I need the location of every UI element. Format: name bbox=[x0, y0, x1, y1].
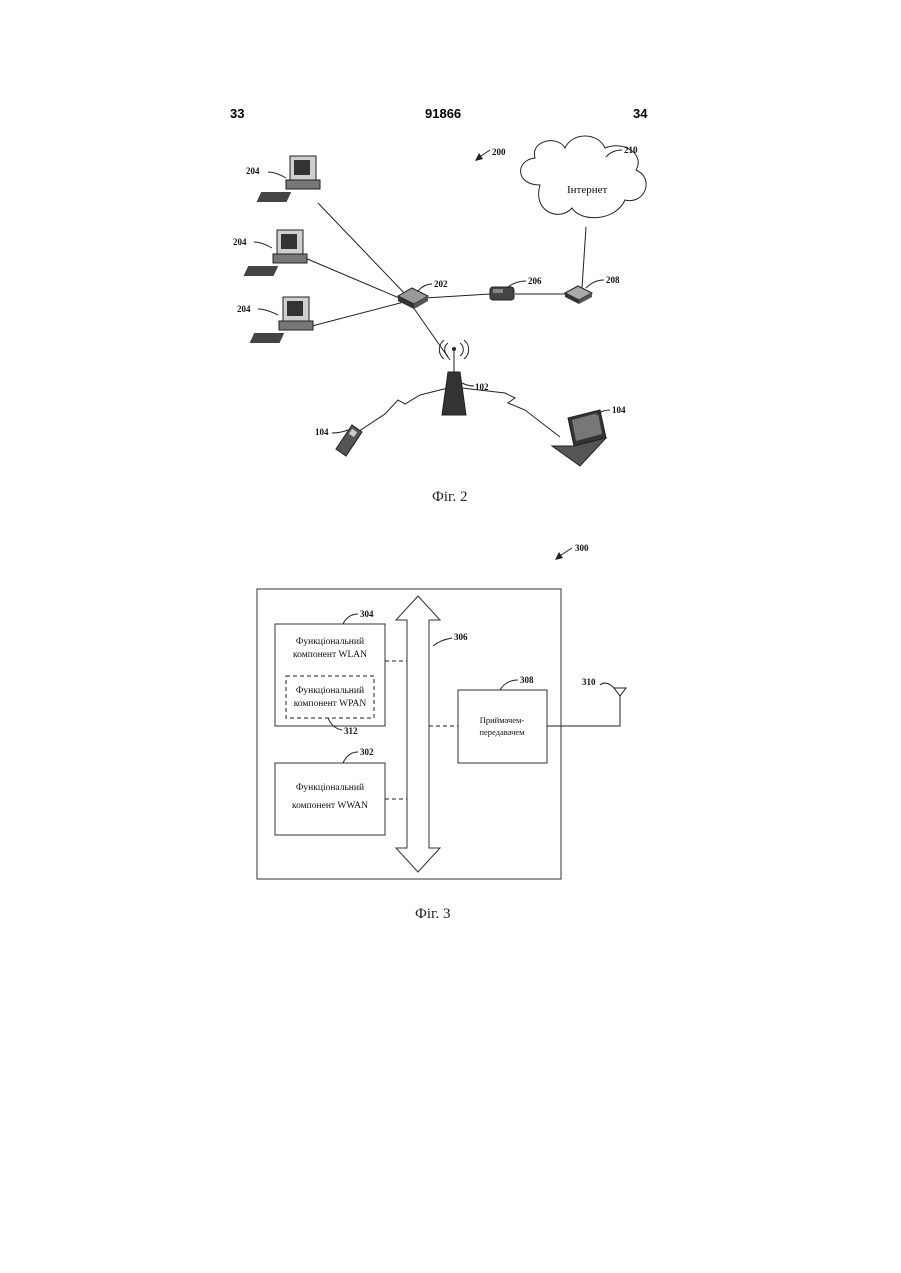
ref-310: 310 bbox=[582, 677, 596, 687]
ref-308: 308 bbox=[520, 675, 534, 685]
ref-312: 312 bbox=[344, 726, 358, 736]
ref-300: 300 bbox=[575, 543, 589, 553]
ref-302: 302 bbox=[360, 747, 374, 757]
figure-3-caption: Фіг. 3 bbox=[415, 906, 450, 922]
antenna-icon bbox=[614, 688, 626, 696]
leader-310 bbox=[600, 683, 614, 688]
ref-306: 306 bbox=[454, 632, 468, 642]
wwan-label-line2: компонент WWAN bbox=[292, 801, 368, 811]
wlan-label-line2: компонент WLAN bbox=[293, 650, 367, 660]
wlan-label-line1: Функціональний bbox=[296, 636, 364, 647]
wwan-label-line1: Функціональний bbox=[296, 782, 364, 793]
figure-3-block-diagram: 300 306 304 Функціональний компонент WLA… bbox=[0, 0, 901, 940]
arrow-300 bbox=[555, 552, 563, 560]
ref-304: 304 bbox=[360, 609, 374, 619]
transceiver-label-line2: передавачем bbox=[479, 727, 525, 737]
wwan-component-box bbox=[275, 763, 385, 835]
transceiver-label-line1: Приймачем- bbox=[480, 715, 525, 725]
wpan-label-line2: компонент WPAN bbox=[294, 699, 367, 709]
wpan-label-line1: Функціональний bbox=[296, 685, 364, 696]
